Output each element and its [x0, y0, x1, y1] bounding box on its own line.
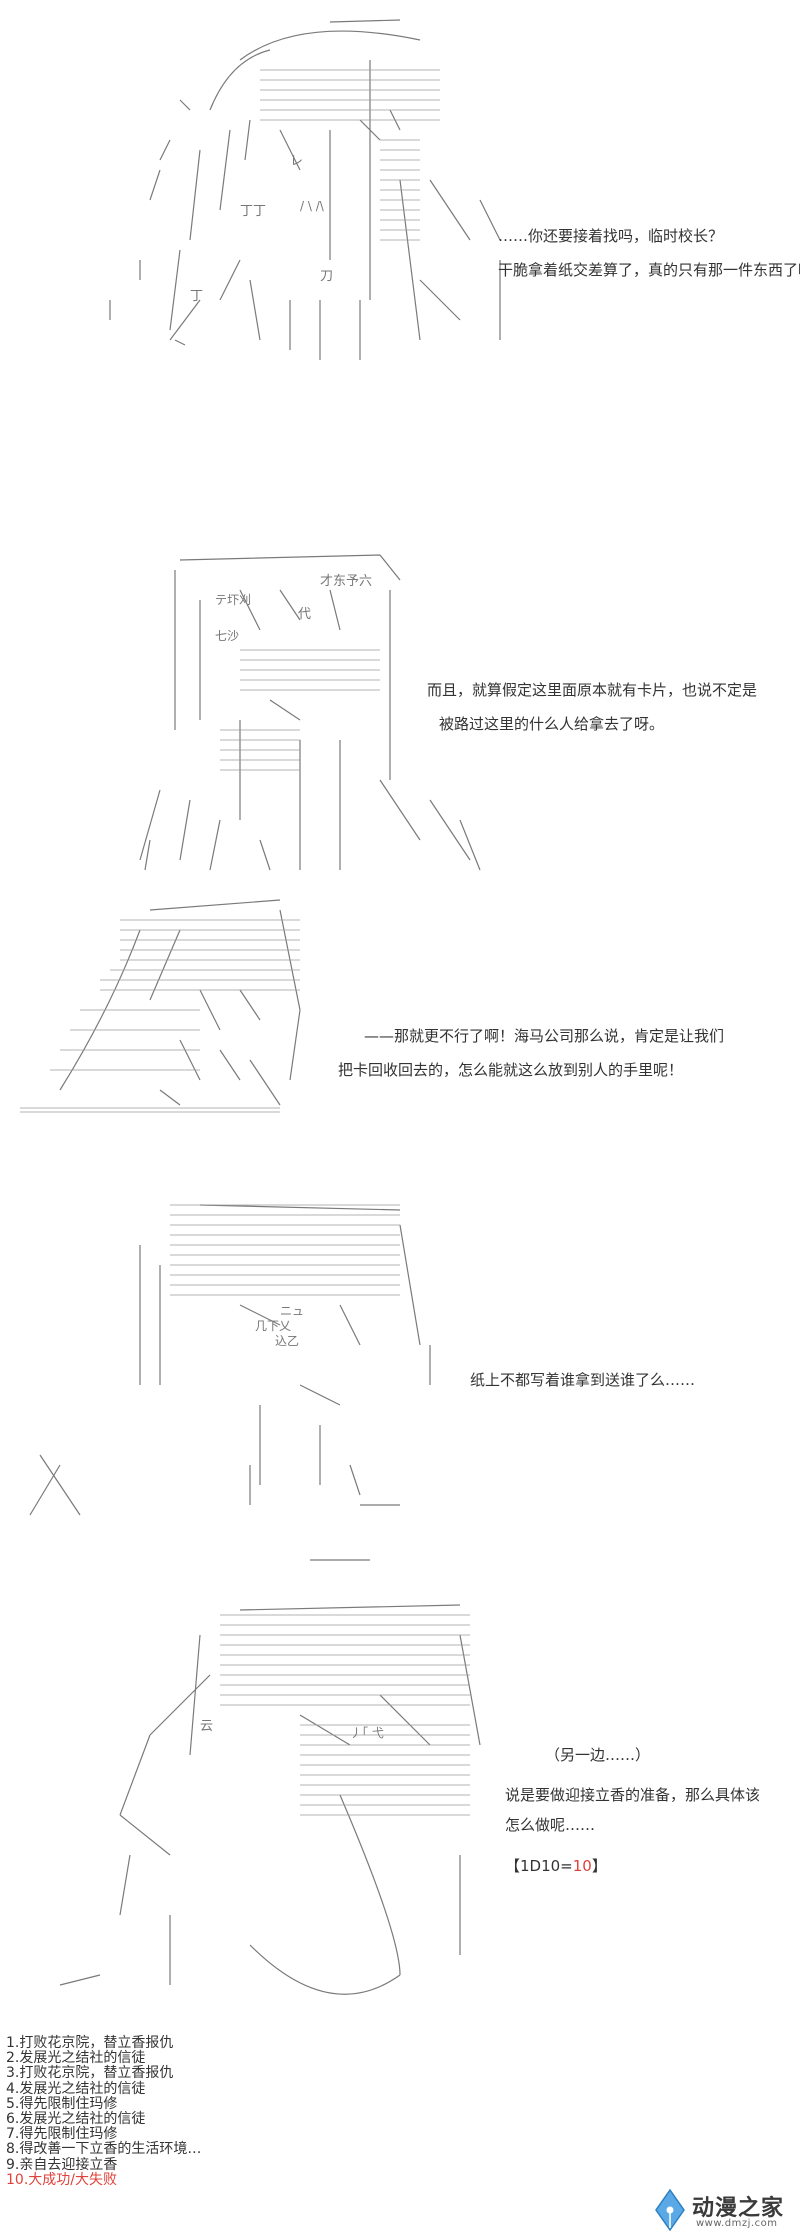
pen-nib-icon — [655, 2188, 685, 2232]
art-glyph: テ圷刈 — [215, 593, 251, 607]
choice-item: 3.打败花京院，替立香报仇 — [6, 2065, 174, 2082]
ascii-art-figure: 才东予六 テ圷刈 代 七沙 — [139, 554, 481, 871]
dice-roll-result: 【1D10=10】 — [505, 1855, 607, 1876]
dialog-line: ——那就更不行了啊！海马公司那么说，肯定是让我们 — [364, 1027, 725, 1045]
dialog-text: （另一边……） 说是要做迎接立香的准备，那么具体该 怎么做呢…… — [505, 1745, 760, 1849]
choice-item: 1.打败花京院，替立香报仇 — [6, 2035, 174, 2051]
dialog-line: 把卡回收回去的，怎么能就这么放到别人的手里呢！ — [338, 1061, 684, 1079]
dialog-text: 纸上不都写着谁拿到送谁了么…… — [470, 1370, 695, 1404]
choice-item: 2.发展光之结社的信徒 — [6, 2050, 146, 2067]
dialog-line: 纸上不都写着谁拿到送谁了么…… — [470, 1371, 696, 1389]
choice-item-highlighted: 10.大成功/大失败 — [6, 2171, 117, 2188]
ascii-art-figure — [20, 899, 301, 1113]
panel-2: 才东予六 テ圷刈 代 七沙 而且，就算假定这里面原本就有卡片，也说不定是 被路过… — [0, 540, 800, 880]
panel-5: 云 丿｢ 弋 （另一边……） 说是要做迎接立香的准备，那么具体该 怎么做呢…… … — [0, 1555, 800, 2025]
art-glyph: レ — [290, 154, 303, 169]
choice-item: 7.得先限制住玛修 — [6, 2126, 118, 2143]
dialog-line: 说是要做迎接立香的准备，那么具体该 — [505, 1786, 761, 1804]
art-glyph: ニュ — [280, 1304, 304, 1318]
art-glyph: 几下乂 — [255, 1319, 291, 1333]
choice-item: 4.发展光之结社的信徒 — [6, 2080, 146, 2097]
panel-1: 丁丁 / \ /\ 刀 丁 レ ……你还要接着找吗，临时校长？ 干脆拿着纸交差算… — [0, 0, 800, 380]
watermark-logo: 动漫之家 www.dmzj.com — [652, 2188, 797, 2234]
dialog-line: 而且，就算假定这里面原本就有卡片，也说不定是 — [427, 681, 758, 699]
dialog-line: 被路过这里的什么人给拿去了呀。 — [439, 715, 665, 733]
art-glyph: 云 — [200, 1719, 213, 1734]
dialog-line: ……你还要接着找吗，临时校长？ — [498, 227, 724, 245]
dice-roll-value: 10 — [572, 1857, 592, 1875]
choice-item: 6.发展光之结社的信徒 — [6, 2111, 146, 2128]
choice-item: 9.亲自去迎接立香 — [6, 2156, 118, 2173]
art-glyph: 刀 — [320, 269, 333, 284]
watermark-url: www.dmzj.com — [696, 2218, 778, 2229]
art-glyph: 丿｢ 弋 — [350, 1726, 384, 1740]
dialog-line: 干脆拿着纸交差算了，真的只有那一件东西了呀。 — [498, 261, 800, 279]
art-glyph: 才东予六 — [320, 574, 372, 589]
dialog-line: （另一边……） — [545, 1746, 651, 1764]
art-glyph: / \ /\ — [300, 199, 325, 213]
panel-4: ニュ 几下乂 込乙 纸上不都写着谁拿到送谁了么…… — [0, 1185, 800, 1545]
dialog-text: 而且，就算假定这里面原本就有卡片，也说不定是 被路过这里的什么人给拿去了呀。 — [427, 680, 757, 748]
ascii-art-figure: ニュ 几下乂 込乙 — [29, 1204, 431, 1516]
dice-roll-suffix: 】 — [591, 1857, 607, 1875]
dice-roll-prefix: 【1D10= — [505, 1857, 573, 1875]
ascii-art-figure: 云 丿｢ 弋 — [59, 1559, 481, 1995]
dialog-text: ——那就更不行了啊！海马公司那么说，肯定是让我们 把卡回收回去的，怎么能就这么放… — [338, 1026, 725, 1094]
art-glyph: 丁 — [190, 289, 203, 304]
panel-3: ——那就更不行了啊！海马公司那么说，肯定是让我们 把卡回收回去的，怎么能就这么放… — [0, 890, 800, 1120]
choice-item: 8.得改善一下立香的生活环境… — [6, 2141, 202, 2158]
choice-item: 5.得先限制住玛修 — [6, 2095, 118, 2112]
art-glyph: 丁丁 — [240, 204, 266, 219]
watermark-name: 动漫之家 — [692, 2196, 785, 2221]
art-glyph: 込乙 — [275, 1334, 299, 1348]
dialog-line: 怎么做呢…… — [505, 1816, 596, 1834]
ascii-art-figure: 丁丁 / \ /\ 刀 丁 レ — [109, 19, 501, 360]
dialog-text: ……你还要接着找吗，临时校长？ 干脆拿着纸交差算了，真的只有那一件东西了呀。 — [498, 226, 800, 294]
art-glyph: 代 — [298, 607, 311, 622]
choice-list: 1.打败花京院，替立香报仇 2.发展光之结社的信徒 3.打败花京院，替立香报仇 … — [6, 2035, 202, 2188]
art-glyph: 七沙 — [215, 629, 239, 643]
